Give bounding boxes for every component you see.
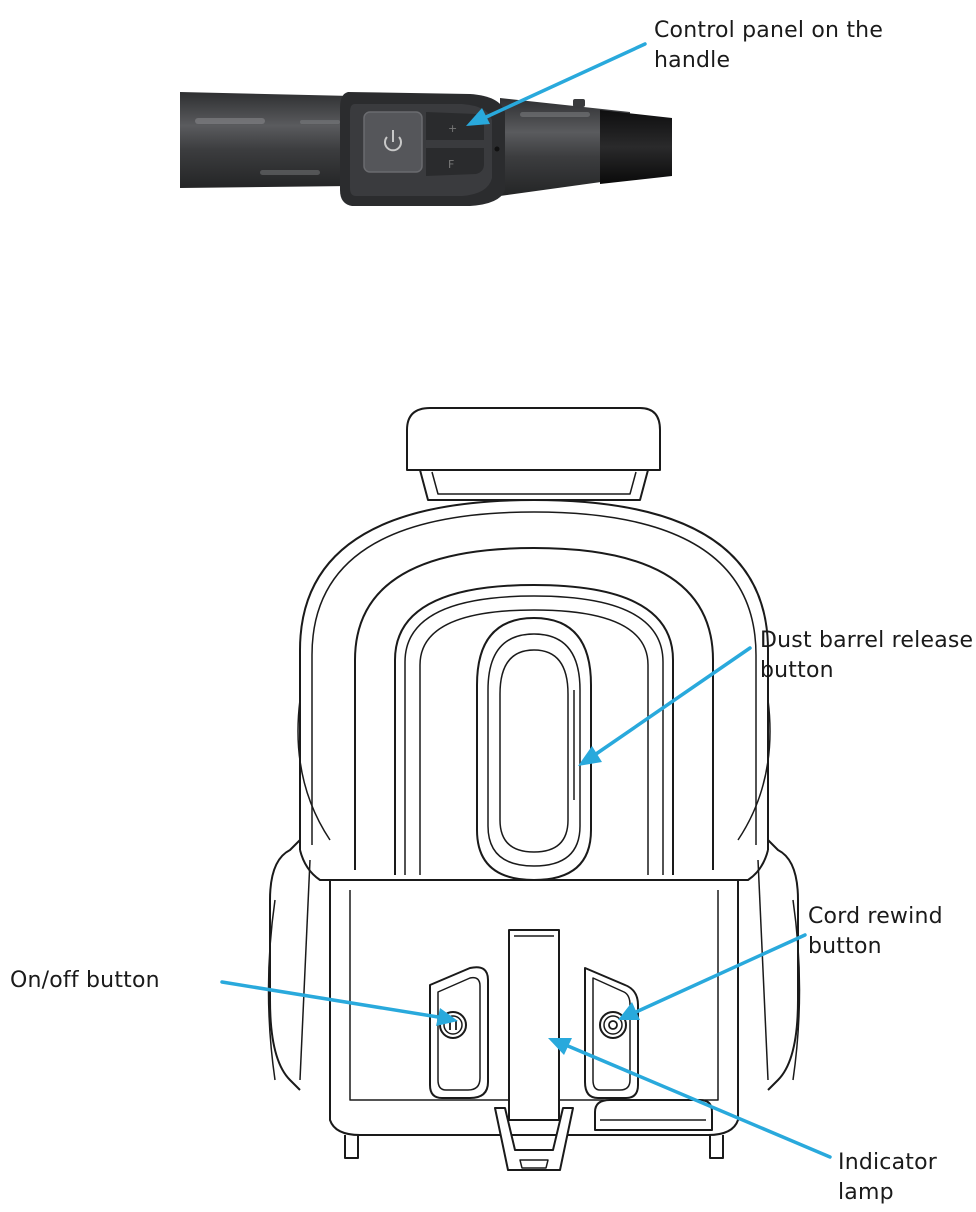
arrow-on-off bbox=[220, 980, 458, 1026]
label-dust-barrel-line2: button bbox=[760, 658, 834, 683]
label-on-off: On/off button bbox=[10, 966, 160, 996]
svg-text:F: F bbox=[448, 158, 454, 171]
label-indicator: Indicator lamp bbox=[838, 1148, 937, 1208]
arrow-cord-rewind bbox=[618, 933, 807, 1020]
label-on-off-line1: On/off button bbox=[10, 968, 160, 993]
vacuum-body-illustration bbox=[267, 407, 801, 1171]
arrow-indicator bbox=[548, 1038, 832, 1159]
handle-illustration: + F bbox=[180, 92, 672, 206]
label-dust-barrel-line1: Dust barrel release bbox=[760, 628, 974, 653]
cord-rewind-icon bbox=[608, 1020, 618, 1030]
label-cord-rewind: Cord rewind button bbox=[808, 902, 943, 962]
label-indicator-line2: lamp bbox=[838, 1180, 894, 1205]
power-icon bbox=[384, 130, 402, 152]
label-cord-rewind-line2: button bbox=[808, 934, 882, 959]
label-control-panel: Control panel on the handle bbox=[654, 16, 883, 76]
label-dust-barrel: Dust barrel release button bbox=[760, 626, 973, 686]
svg-text:+: + bbox=[448, 122, 457, 135]
label-control-panel-line1: Control panel on the bbox=[654, 18, 884, 43]
arrow-dust-barrel bbox=[578, 646, 752, 766]
label-cord-rewind-line1: Cord rewind bbox=[808, 904, 943, 929]
arrow-control-panel bbox=[466, 42, 647, 126]
label-indicator-line1: Indicator bbox=[838, 1150, 938, 1175]
label-control-panel-line2: handle bbox=[654, 48, 731, 73]
